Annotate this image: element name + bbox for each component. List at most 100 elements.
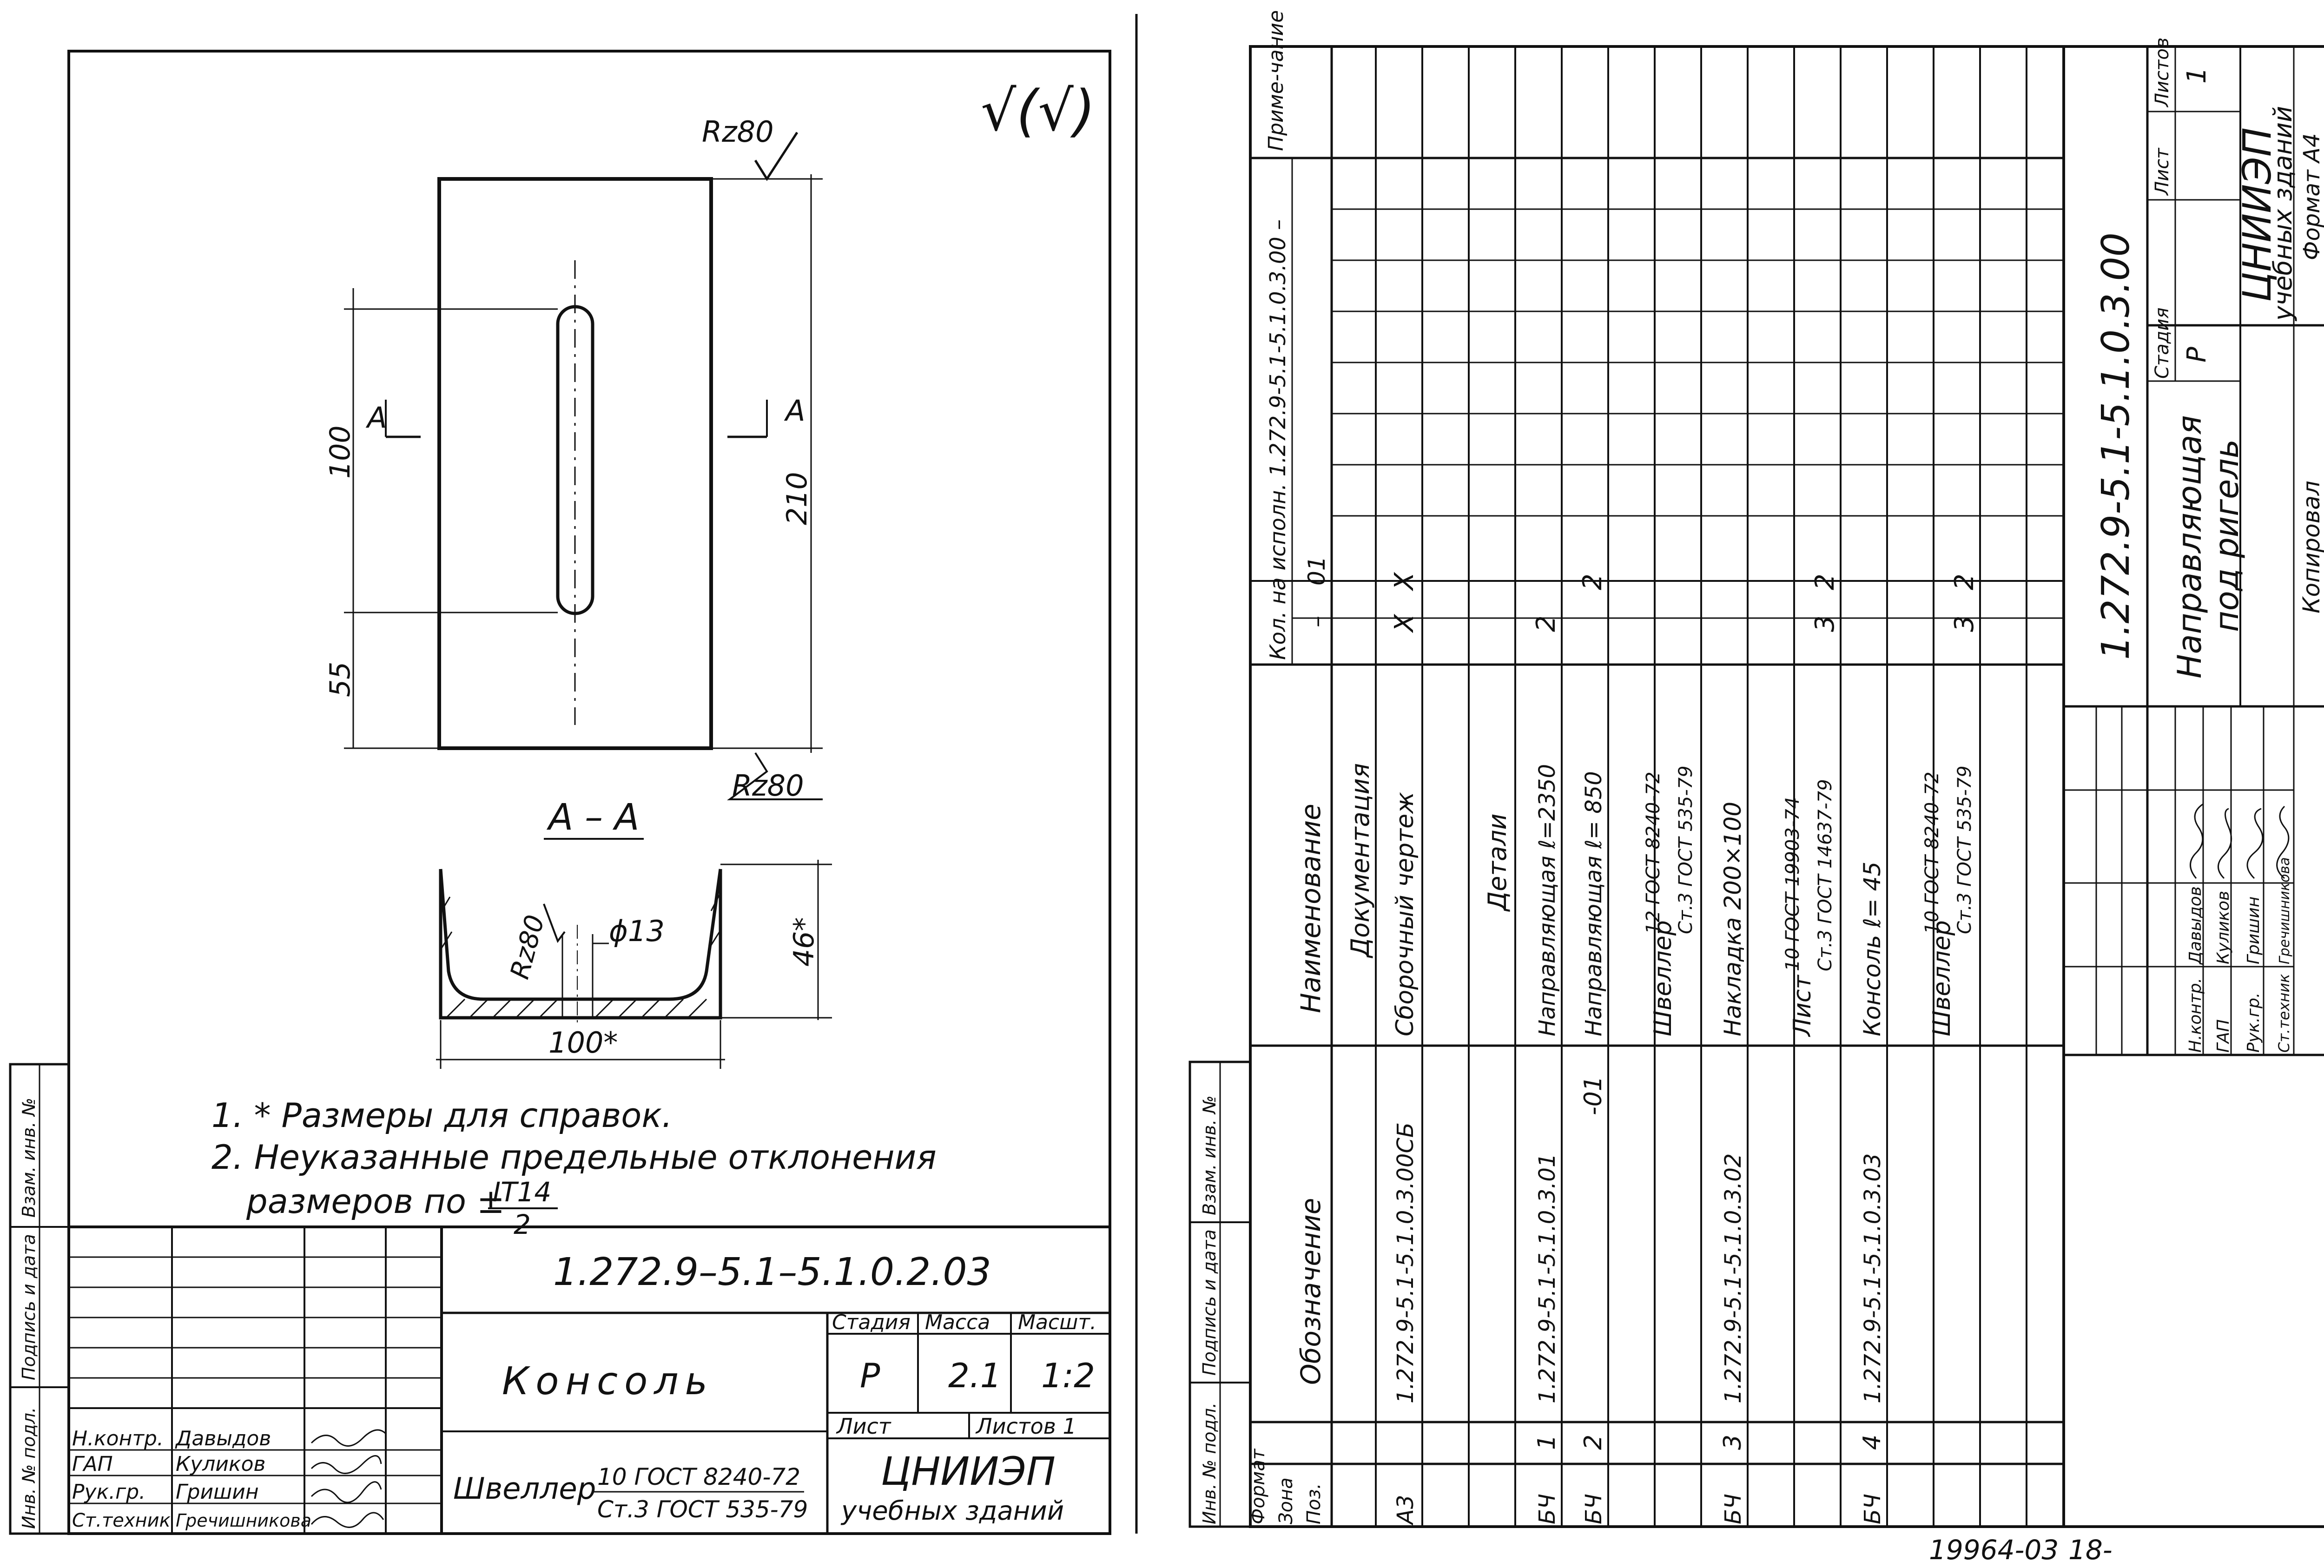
roughness-general-mark: √(√) <box>981 79 1096 144</box>
row-9-qa: 3 <box>1949 615 1980 632</box>
tb1-org2: учебных зданий <box>840 1496 1064 1526</box>
tb1-person-3: Гречишникова <box>176 1510 311 1531</box>
roughness-section: Rz80 <box>505 912 551 982</box>
stack-2-top: 10 ГОСТ 19903-74 <box>1782 797 1803 971</box>
spec-col-name: Наименование <box>1295 804 1327 1013</box>
channel-inner <box>439 869 722 1001</box>
tb2-format: Формат А4 <box>2299 133 2324 260</box>
side2-label-2: Взам. инв. № <box>1199 1095 1220 1215</box>
row-6-designation: 1.272.9-5.1-5.1.0.3.02 <box>1720 1153 1746 1403</box>
side1-label-1: Подпись и дата <box>19 1234 39 1380</box>
tb2-code: 1.272.9-5.1-5.1.0.3.00 <box>2094 232 2138 660</box>
row-4-qb: 2 <box>1578 573 1608 590</box>
tb1-material-bottom: Ст.3 ГОСТ 535-79 <box>597 1496 808 1523</box>
row-3-designation: 1.272.9-5.1-5.1.0.3.01 <box>1534 1153 1560 1403</box>
tb1-h-sheets: Листов 1 <box>975 1414 1076 1439</box>
tb2-stage: Р <box>2182 347 2212 362</box>
tb2-sheets: 1 <box>2182 67 2212 84</box>
tb1-scale: 1:2 <box>1041 1356 1095 1395</box>
row-4-designation: -01 <box>1579 1076 1607 1115</box>
dim-100star: 100* <box>548 1026 618 1060</box>
tb1-material-label: Швеллер <box>453 1472 596 1506</box>
spec-col-pos: Поз. <box>1303 1483 1325 1524</box>
stack-1-top: 12 ГОСТ 8240-72 <box>1643 771 1664 934</box>
tb2-copied: Копировал <box>2298 481 2324 613</box>
roughness-top: Rz80 <box>702 115 774 149</box>
note-3: размеров по ± <box>246 1182 505 1221</box>
side2-label-1: Подпись и дата <box>1199 1229 1220 1376</box>
side1-label-0: Инв. № подл. <box>19 1407 39 1529</box>
archive-page: 18- <box>2068 1534 2113 1566</box>
tolerance-num: IT14 <box>493 1176 551 1208</box>
channel-outer <box>439 869 722 1020</box>
row-1-designation: 1.272.9-5.1-5.1.0.3.00СБ <box>1393 1122 1419 1403</box>
tb2-person-0: Давыдов <box>2186 886 2205 965</box>
dim-100: 100 <box>324 425 357 479</box>
row-1-qb: X <box>1389 572 1419 592</box>
row-7-qa: 3 <box>1810 615 1840 632</box>
tb2-person-1: Куликов <box>2214 891 2233 964</box>
dim-55: 55 <box>324 662 357 697</box>
tb2-signatures <box>2190 803 2290 879</box>
row-9-name: Швеллер <box>1928 920 1956 1036</box>
tb1-role-3: Ст.техник <box>72 1510 171 1531</box>
sheet1-frame <box>67 50 1111 1535</box>
spec-col-zone: Зона <box>1275 1477 1297 1524</box>
cut-label-right: A <box>784 394 805 428</box>
tb1-name: Консоль <box>502 1359 714 1403</box>
tb1-h-mass: Масса <box>925 1311 990 1334</box>
tb1-person-1: Куликов <box>176 1452 265 1476</box>
row-6-format: БЧ <box>1720 1494 1746 1524</box>
row-2-name: Детали <box>1483 813 1512 912</box>
tb1-mass: 2.1 <box>948 1356 1002 1395</box>
tb2-role-2: Рук.гр. <box>2244 993 2263 1053</box>
row-8-format: БЧ <box>1860 1494 1886 1524</box>
dim-46: 46* <box>788 917 820 967</box>
tb1-role-2: Рук.гр. <box>72 1480 145 1504</box>
tb1-person-2: Гришин <box>176 1480 259 1504</box>
row-4-format: БЧ <box>1581 1494 1607 1524</box>
tb1-signatures <box>310 1429 387 1528</box>
stack-1-bottom: Ст.3 ГОСТ 535-79 <box>1675 765 1697 934</box>
tb1-org1: ЦНИИЭП <box>881 1449 1056 1494</box>
tb2-h-stage: Стадия <box>2152 308 2173 379</box>
tb2-role-1: ГАП <box>2214 1019 2233 1053</box>
sheet-konsol: √(√) Rz80 Rz80 100 55 210 A A А – А <box>9 14 1138 1535</box>
tb1-material-top: 10 ГОСТ 8240-72 <box>597 1463 800 1490</box>
row-8-designation: 1.272.9-5.1-5.1.0.3.03 <box>1860 1153 1886 1403</box>
row-8-name: Консоль ℓ= 45 <box>1859 862 1886 1036</box>
row-5-name: Швеллер <box>1649 920 1677 1036</box>
side1-label-2: Взам. инв. № <box>19 1098 39 1218</box>
dim-210: 210 <box>781 472 813 525</box>
tb2-person-3: Гречишникова <box>2277 857 2293 964</box>
title-block-1 <box>69 1225 1110 1534</box>
spec-col-qty-b: 01 <box>1303 556 1330 586</box>
tb2-org1: ЦНИИЭП <box>2234 127 2280 302</box>
roughness-bottom-mark <box>727 752 823 800</box>
spec-grid <box>1250 46 2065 1527</box>
side2-label-0: Инв. № подл. <box>1199 1403 1220 1524</box>
spec-col-qty-a: – <box>1303 616 1330 627</box>
sheet-specification: Обозначение Наименование Кол. на исполн.… <box>1188 10 2324 1528</box>
row-3-pos: 1 <box>1533 1435 1561 1450</box>
row-3-qa: 2 <box>1531 615 1561 632</box>
tb1-person-0: Давыдов <box>175 1427 271 1450</box>
row-9-qb: 2 <box>1949 573 1980 590</box>
tb1-role-1: ГАП <box>72 1452 113 1476</box>
sheet2-frame <box>1249 45 2324 1528</box>
row-3-format: БЧ <box>1534 1494 1560 1524</box>
row-0-name: Документация <box>1346 763 1375 958</box>
tb2-role-0: Н.контр. <box>2186 978 2205 1053</box>
spec-col-designation: Обозначение <box>1295 1198 1327 1385</box>
row-1-name: Сборочный чертеж <box>1391 792 1419 1036</box>
side-strip-1 <box>9 1063 70 1535</box>
note-1: 1. * Размеры для справок. <box>211 1096 673 1135</box>
row-1-qa: X <box>1389 613 1419 633</box>
roughness-bottom: Rz80 <box>732 769 804 803</box>
roughness-section-mark <box>543 903 566 943</box>
row-6-pos: 3 <box>1719 1435 1747 1450</box>
tb1-role-0: Н.контр. <box>72 1427 164 1450</box>
note-2: 2. Неуказанные предельные отклонения <box>211 1138 937 1177</box>
row-6-name: Накладка 200×100 <box>1719 802 1746 1036</box>
